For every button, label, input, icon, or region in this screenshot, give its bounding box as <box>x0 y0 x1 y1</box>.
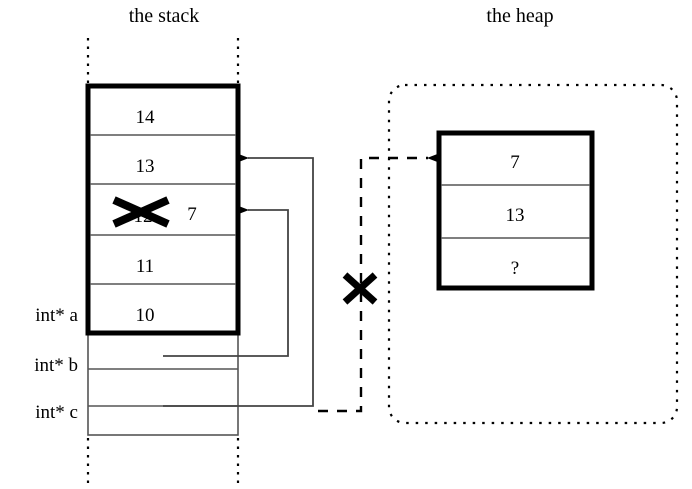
strike-mark-stack-value <box>112 196 170 228</box>
stack-cell-value-1: 14 <box>136 107 156 128</box>
stack-dotted-top <box>86 38 240 86</box>
variable-label-a: int* a <box>35 305 78 326</box>
stack-title: the stack <box>129 5 200 27</box>
pointer-c-path <box>163 153 314 407</box>
heap-cell-value-2: 13 <box>506 205 525 226</box>
pointer-c-to-heap-dangling <box>318 153 440 413</box>
heap-block <box>436 130 595 291</box>
heap-block-outline <box>436 130 595 291</box>
stack-variable-cells <box>87 332 239 436</box>
stack-frame-outline <box>85 83 241 336</box>
stack-variable-region <box>87 332 239 436</box>
stack-cell-value-4: 11 <box>136 256 154 277</box>
stack-cell-value-2: 13 <box>136 156 155 177</box>
variable-label-b: int* b <box>34 355 78 376</box>
heap-cell-value-3: ? <box>511 258 519 279</box>
stack-cell-value-5: 10 <box>136 305 155 326</box>
stack-frame-box <box>85 83 241 336</box>
stack-cell-value-3-new: 7 <box>187 204 197 225</box>
heap-cell-value-1: 7 <box>510 152 520 173</box>
pointer-c-to-stack-cell <box>163 153 314 407</box>
dangling-pointer-path <box>318 153 440 413</box>
stack-dotted-bottom <box>86 438 240 489</box>
variable-label-c: int* c <box>35 402 78 423</box>
strike-mark-dangling-pointer <box>342 272 378 305</box>
heap-title: the heap <box>486 5 553 27</box>
pointer-b-path <box>163 205 289 357</box>
heap-boundary <box>387 83 679 425</box>
pointer-b-to-stack-cell <box>163 205 289 357</box>
